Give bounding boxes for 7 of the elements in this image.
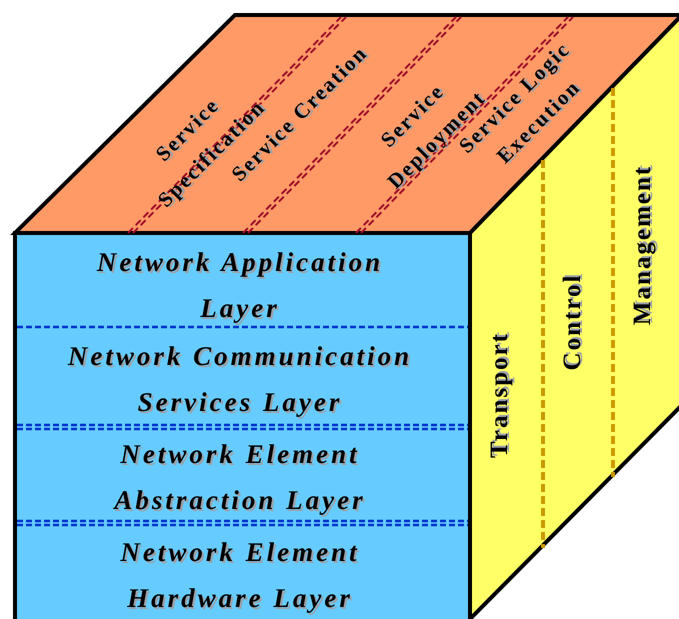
layer-label: Control bbox=[558, 222, 598, 422]
layer-label: Network Application Layer bbox=[60, 239, 420, 331]
layer-label: Transport bbox=[485, 295, 525, 495]
layer-label: Network Element Hardware Layer bbox=[60, 529, 420, 619]
layer-label: Management bbox=[628, 125, 668, 365]
layer-label: Network Communication Services Layer bbox=[20, 333, 460, 425]
layer-label: Network Element Abstraction Layer bbox=[60, 431, 420, 523]
